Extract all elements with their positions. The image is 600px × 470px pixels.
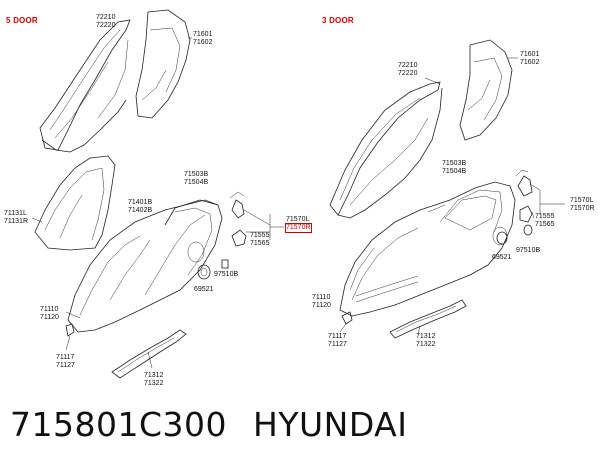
label-71110-71120: 71110 71120 xyxy=(40,306,59,322)
label-r-71504b: 71504B xyxy=(442,168,467,175)
right-quarter-inner-drawing xyxy=(459,39,518,141)
left-roof-rail-drawing xyxy=(39,19,131,153)
label-72210: 72210 xyxy=(96,14,116,21)
label-r-71117-71127: 71117 71127 xyxy=(328,333,347,349)
label-r-71120: 71120 xyxy=(312,302,331,309)
label-71602: 71602 xyxy=(193,39,213,46)
label-r-69521: 69521 xyxy=(492,254,512,261)
part-caption: 715801C300 HYUNDAI xyxy=(10,405,407,444)
label-r-72220: 72220 xyxy=(398,70,418,77)
label-r-71565: 71565 xyxy=(535,221,555,228)
left-small-parts-drawing xyxy=(197,259,229,280)
left-sill-drawing xyxy=(111,329,187,379)
label-72220: 72220 xyxy=(96,22,116,29)
left-side-ring-drawing xyxy=(31,155,116,251)
label-r-71503b-71504b: 71503B 71504B xyxy=(442,160,466,176)
right-door-sill-strip-drawing xyxy=(355,275,419,303)
label-r-71555-71565: 71555 71565 xyxy=(535,213,554,229)
label-71110: 71110 xyxy=(40,306,59,313)
label-r-71312: 71312 xyxy=(416,333,436,340)
label-71503b: 71503B xyxy=(184,171,209,178)
right-sill-drawing xyxy=(389,299,467,339)
label-71402b: 71402B xyxy=(128,207,153,214)
label-71601-71602: 71601 71602 xyxy=(193,31,212,47)
label-r-71312-71322: 71312 71322 xyxy=(416,333,435,349)
label-71131r: 71131R xyxy=(4,218,29,225)
right-small-parts-drawing xyxy=(496,224,533,245)
label-71570l: 71570L xyxy=(286,216,310,223)
label-r-71555: 71555 xyxy=(535,213,555,220)
body-panel-drawing xyxy=(31,9,565,379)
label-71555: 71555 xyxy=(250,232,270,239)
label-r-97510b: 97510B xyxy=(516,247,541,254)
label-r-71322: 71322 xyxy=(416,341,436,348)
right-side-outer-drawing xyxy=(339,181,516,317)
label-r-71110-71120: 71110 71120 xyxy=(312,294,331,310)
left-side-outer-drawing xyxy=(67,199,223,333)
label-71120: 71120 xyxy=(40,314,59,321)
left-bracket-drawing xyxy=(65,323,75,351)
label-71312-71322: 71312 71322 xyxy=(144,372,163,388)
label-r-71602: 71602 xyxy=(520,59,540,66)
label-r-71601: 71601 xyxy=(520,51,540,58)
label-71601: 71601 xyxy=(193,31,213,38)
label-71565: 71565 xyxy=(250,240,270,247)
label-69521: 69521 xyxy=(194,286,214,293)
left-fuel-filler-drawing xyxy=(229,191,284,247)
label-r-72210-72220: 72210 72220 xyxy=(398,62,417,78)
label-71131: 71131L 71131R xyxy=(4,210,28,226)
label-r-72210: 72210 xyxy=(398,62,418,69)
section-title-5-door: 5 DOOR xyxy=(6,16,38,25)
label-71312: 71312 xyxy=(144,372,164,379)
right-roof-rail-drawing xyxy=(329,77,443,219)
right-bracket-drawing xyxy=(339,311,353,333)
label-r-71570r: 71570R xyxy=(570,205,595,212)
label-r-71570: 71570L 71570R xyxy=(570,197,595,213)
label-r-71127: 71127 xyxy=(328,341,347,348)
label-71503b-71504b: 71503B 71504B xyxy=(184,171,208,187)
label-71570: 71570L 71570R xyxy=(285,216,312,233)
label-71504b: 71504B xyxy=(184,179,209,186)
label-r-71117: 71117 xyxy=(328,333,347,340)
label-71401b-71402b: 71401B 71402B xyxy=(128,199,152,215)
caption-part-number: 715801C300 xyxy=(10,405,228,444)
section-title-3-door: 3 DOOR xyxy=(322,16,354,25)
label-71117: 71117 xyxy=(56,354,75,361)
label-72210-72220: 72210 72220 xyxy=(96,14,115,30)
label-71555-71565: 71555 71565 xyxy=(250,232,269,248)
label-71322: 71322 xyxy=(144,380,164,387)
left-quarter-inner-drawing xyxy=(135,9,192,119)
label-r-71601-71602: 71601 71602 xyxy=(520,51,539,67)
label-97510b: 97510B xyxy=(214,271,239,278)
label-71570r-highlighted: 71570R xyxy=(285,223,312,233)
label-r-71503b: 71503B xyxy=(442,160,467,167)
label-r-71110: 71110 xyxy=(312,294,331,301)
right-fuel-filler-drawing xyxy=(515,169,565,223)
label-71127: 71127 xyxy=(56,362,75,369)
label-r-71570l: 71570L xyxy=(570,197,594,204)
label-71117-71127: 71117 71127 xyxy=(56,354,75,370)
label-71401b: 71401B xyxy=(128,199,153,206)
caption-brand: HYUNDAI xyxy=(253,405,408,444)
label-71131l: 71131L xyxy=(4,210,27,217)
